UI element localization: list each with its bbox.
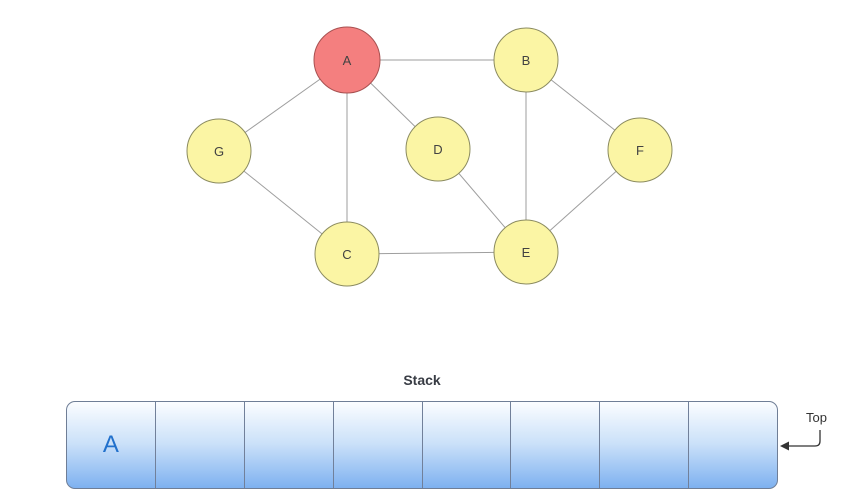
stack-cell-6 xyxy=(600,402,690,488)
stack-cell-0: A xyxy=(67,402,156,488)
graph-node-F[interactable]: F xyxy=(607,117,673,183)
graph-node-A[interactable]: A xyxy=(313,26,381,94)
stack-cell-4 xyxy=(423,402,512,488)
top-pointer-arrow-icon xyxy=(780,430,821,451)
graph-node-B[interactable]: B xyxy=(493,27,559,93)
graph-node-E[interactable]: E xyxy=(493,219,559,285)
stack-title: Stack xyxy=(403,372,441,388)
node-label-F: F xyxy=(636,143,644,158)
graph-node-C[interactable]: C xyxy=(314,221,380,287)
graph: A B G D F C E xyxy=(186,26,673,287)
node-label-G: G xyxy=(214,144,224,159)
node-label-E: E xyxy=(522,245,531,260)
stack-cell-7 xyxy=(689,402,777,488)
graph-node-G[interactable]: G xyxy=(186,118,252,184)
stack-cell-5 xyxy=(511,402,601,488)
stack-cell-3 xyxy=(334,402,423,488)
node-label-A: A xyxy=(343,53,352,68)
stack-cell-value-0: A xyxy=(102,431,119,458)
stack-cell-2 xyxy=(245,402,334,488)
graph-node-D[interactable]: D xyxy=(405,116,471,182)
node-label-B: B xyxy=(522,53,531,68)
node-label-C: C xyxy=(342,247,351,262)
stack: A xyxy=(66,401,778,489)
stack-cell-1 xyxy=(156,402,245,488)
stack-top-label: Top xyxy=(806,410,827,425)
node-label-D: D xyxy=(433,142,442,157)
